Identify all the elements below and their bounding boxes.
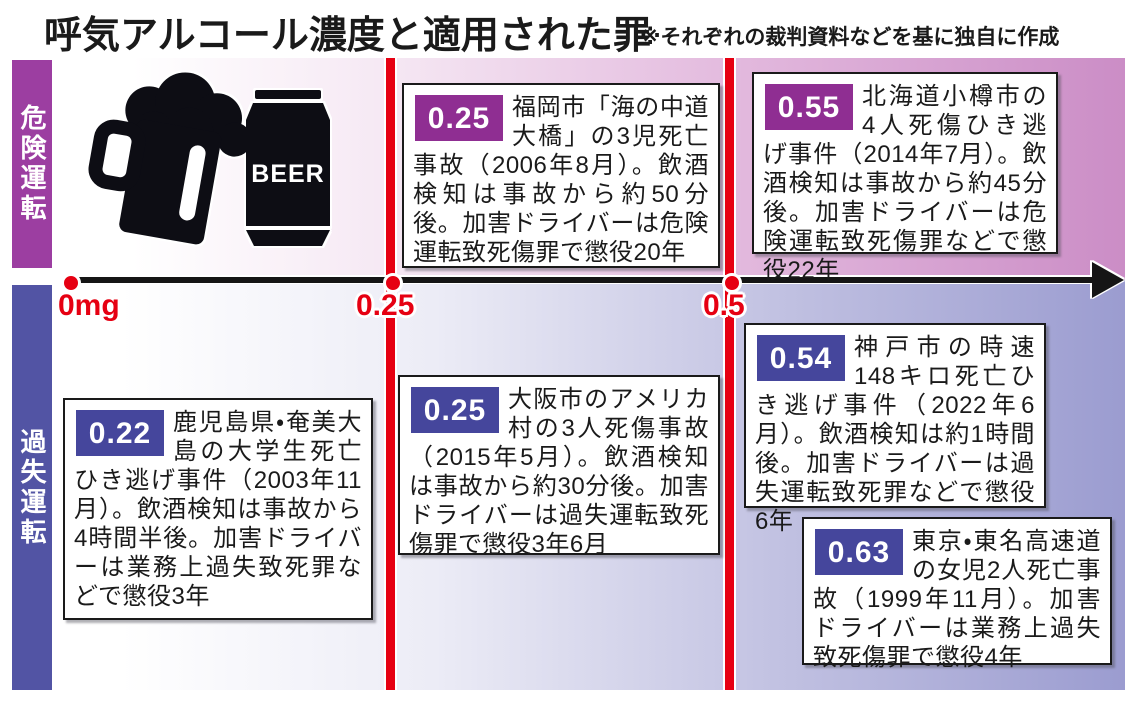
- source-note: ※それぞれの裁判資料などを基に独自に作成: [640, 26, 1060, 49]
- beer-can-label: BEER: [251, 160, 324, 188]
- concentration-axis: [64, 262, 1124, 298]
- case-tomei-expressway: 0.63 東京・東名高速道の女児2人死亡事故（1999年11月）。加害ドライバー…: [802, 517, 1112, 671]
- case-kobe-hitandrun: 0.54 神戸市の時速148キロ死亡ひき逃げ事件（2022年6月）。飲酒検知は約…: [744, 323, 1046, 535]
- case-text: 福岡市「海の中道大橋」の3児死亡事故（2006年8月）。飲酒検知は事故から約50…: [413, 94, 709, 266]
- case-text: 東京・東名高速道の女児2人死亡事故（1999年11月）。加害ドライバーは業務上過…: [813, 528, 1101, 671]
- case-osaka-amerikamura: 0.25 大阪市のアメリカ村の3人死傷事故（2015年5月）。飲酒検知は事故から…: [398, 375, 720, 558]
- lane-label-dangerous: 危険運転: [17, 104, 47, 224]
- threshold-line-0-25: [384, 58, 397, 690]
- case-text: 神戸市の時速148キロ死亡ひき逃げ事件（2022年6月）。飲酒検知は約1時間後。…: [755, 334, 1035, 535]
- axis-dot-0-25: [383, 273, 403, 293]
- lane-band-dangerous-driving: 危険運転: [12, 60, 52, 268]
- case-value-badge: 0.25: [411, 387, 499, 433]
- axis-dot-0mg: [61, 273, 81, 293]
- axis-dot-0-5: [722, 273, 742, 293]
- case-text: 鹿児島県・奄美大島の大学生死亡ひき逃げ事件（2003年11月）。飲酒検知は事故か…: [74, 409, 362, 610]
- beer-mug-icon: [88, 72, 252, 245]
- case-text: 北海道小樽市の4人死傷ひき逃げ事件（2014年7月）。飲酒検知は事故から約45分…: [763, 83, 1047, 284]
- beer-can-icon: BEER: [246, 90, 330, 246]
- case-amami-hitandrun: 0.22 鹿児島県・奄美大島の大学生死亡ひき逃げ事件（2003年11月）。飲酒検…: [63, 398, 373, 620]
- lane-label-negligent: 過失運転: [17, 427, 47, 548]
- axis-arrowhead-icon: [1092, 262, 1124, 298]
- axis-line: [64, 277, 1096, 283]
- case-text: 大阪市のアメリカ村の3人死傷事故（2015年5月）。飲酒検知は事故から約30分後…: [409, 386, 709, 558]
- threshold-line-0-5: [723, 58, 736, 690]
- case-otaru-hitandrun: 0.55 北海道小樽市の4人死傷ひき逃げ事件（2014年7月）。飲酒検知は事故か…: [752, 72, 1058, 284]
- axis-tick-0-25: 0.25: [356, 289, 415, 322]
- case-value-badge: 0.22: [76, 410, 164, 456]
- beer-icons-group: BEER: [86, 68, 346, 263]
- case-value-badge: 0.54: [757, 335, 845, 381]
- case-fukuoka-uminonakamichi: 0.25 福岡市「海の中道大橋」の3児死亡事故（2006年8月）。飲酒検知は事故…: [402, 83, 720, 268]
- case-value-badge: 0.25: [415, 95, 503, 141]
- axis-origin-label: 0mg: [58, 289, 120, 322]
- case-value-badge: 0.55: [765, 84, 853, 130]
- axis-tick-0-5: 0.5: [703, 289, 745, 322]
- case-value-badge: 0.63: [815, 529, 903, 575]
- page-title: 呼気アルコール濃度と適用された罪: [44, 15, 651, 57]
- lane-band-negligent-driving: 過失運転: [12, 285, 52, 690]
